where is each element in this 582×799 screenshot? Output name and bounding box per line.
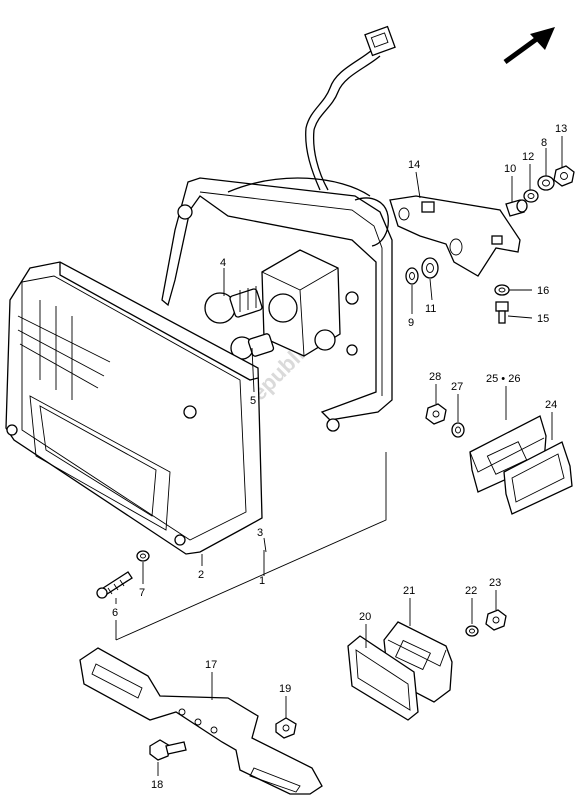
assembly-1-outline: [115, 452, 387, 641]
label-11: 11: [425, 303, 436, 315]
leader-lines: [115, 136, 563, 776]
nut-13: [553, 165, 575, 187]
screw-6: [96, 571, 133, 599]
connector: [364, 25, 396, 57]
bracket-14: [389, 195, 521, 277]
label-10: 10: [504, 163, 516, 175]
label-17: 17: [205, 659, 217, 671]
bolt-15: [495, 301, 509, 324]
label-27: 27: [451, 381, 463, 393]
bulb-4: [204, 286, 263, 324]
label-14: 14: [408, 159, 420, 171]
bulb-socket: [261, 249, 341, 357]
lamp-housing: [161, 177, 393, 432]
reflector-24: [503, 441, 573, 515]
label-22: 22: [465, 585, 477, 597]
tail-lamp-lens: [5, 261, 263, 555]
label-2: 2: [198, 569, 204, 581]
washer-12: [523, 189, 539, 203]
label-1: 1: [259, 575, 265, 587]
label-9: 9: [408, 317, 414, 329]
label-8: 8: [541, 137, 547, 149]
label-24: 24: [545, 399, 557, 411]
label-5: 5: [250, 395, 256, 407]
part-labels: 1 2 3 4 5 6 7 8 9 10 11 12 13 14 15 16 1…: [112, 123, 567, 791]
label-4: 4: [220, 257, 226, 269]
label-23: 23: [489, 577, 501, 589]
label-18: 18: [151, 779, 163, 791]
washer-22: [465, 625, 479, 637]
bolt-18: [149, 739, 187, 761]
direction-arrow-icon: [503, 27, 555, 65]
spacer-10: [505, 199, 528, 217]
washer-8: [537, 175, 555, 191]
label-15: 15: [537, 313, 549, 325]
label-28: 28: [429, 371, 441, 383]
washer-16: [494, 284, 510, 296]
label-25-26: 25 • 26: [486, 373, 520, 385]
label-12: 12: [522, 151, 534, 163]
label-13: 13: [555, 123, 567, 135]
nut-19: [275, 717, 297, 739]
label-19: 19: [279, 683, 291, 695]
bulb-5: [230, 333, 275, 360]
reflector-20: [347, 635, 419, 721]
label-3: 3: [257, 527, 263, 539]
washer-11: [421, 257, 439, 279]
washer-7: [136, 550, 150, 562]
label-16: 16: [537, 285, 549, 297]
washer-9: [405, 267, 419, 285]
label-6: 6: [112, 607, 118, 619]
nut-23: [485, 609, 507, 631]
washer-27: [451, 422, 465, 438]
plate-bracket-17: [79, 647, 323, 795]
label-21: 21: [403, 585, 415, 597]
label-7: 7: [139, 587, 145, 599]
wiring-harness: [305, 25, 396, 191]
nut-28: [425, 403, 447, 425]
label-20: 20: [359, 611, 371, 623]
